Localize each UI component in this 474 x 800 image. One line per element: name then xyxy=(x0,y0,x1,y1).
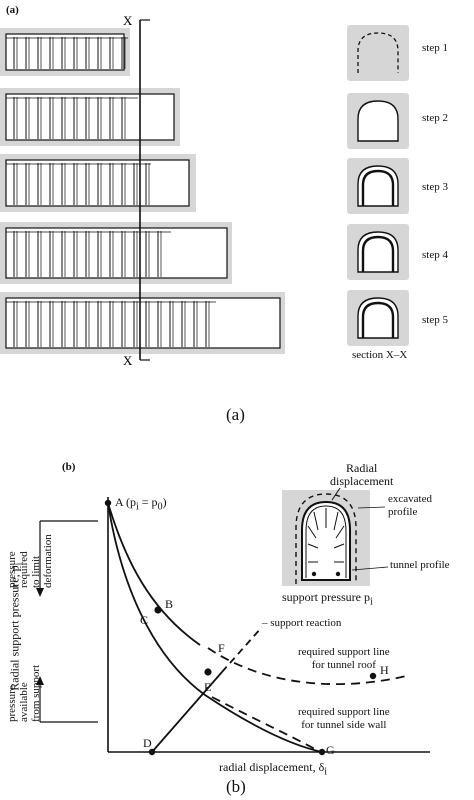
inset-tunnel-profile-label: tunnel profile xyxy=(390,559,450,571)
step-5-label: step 5 xyxy=(422,314,448,326)
roof-dashed xyxy=(207,647,411,685)
section-marker-top: X xyxy=(123,13,133,28)
point-a-marker xyxy=(104,499,112,507)
inset-tunnel-profile xyxy=(301,500,351,581)
section-profile-1 xyxy=(357,32,399,73)
step-1-label: step 1 xyxy=(422,42,448,54)
inset-support-pressure-label: support pressure pi xyxy=(282,590,373,608)
section-profile-3 xyxy=(357,165,399,207)
inset-excavated-profile xyxy=(295,493,357,584)
panel-a-label: (a) xyxy=(6,4,19,16)
point-f-label: F xyxy=(218,641,225,655)
point-e-label: E xyxy=(204,680,212,694)
section-lining-5 xyxy=(361,301,395,338)
point-c-label: C xyxy=(140,613,149,627)
tunnel-stage-5-opening xyxy=(5,297,281,349)
pressure-available-label: pressure available from support xyxy=(6,664,42,722)
side-wall-curve xyxy=(107,502,323,753)
support-reaction-dashed xyxy=(221,626,263,673)
ground-reaction-diagram xyxy=(36,487,430,756)
section-profile-5 xyxy=(357,297,399,339)
x-axis-label: radial displacement, δi xyxy=(219,760,328,778)
section-lining-3 xyxy=(361,169,395,206)
section-step-1 xyxy=(347,25,409,81)
step-4-label: step 4 xyxy=(422,249,448,261)
pressure-required-label: pressure required to limit deformation xyxy=(6,534,54,588)
caption-a: (a) xyxy=(226,405,245,424)
tunnel-stage-4-opening xyxy=(5,227,228,279)
step-3-label: step 3 xyxy=(422,181,448,193)
excavation-sequence-diagram: X X xyxy=(0,13,409,368)
point-e-marker xyxy=(204,668,212,676)
tunnel-stage-2-opening xyxy=(5,93,175,141)
panel-b-label: (b) xyxy=(62,461,76,473)
side-wall-dashed-beyond xyxy=(211,696,321,753)
point-d-marker xyxy=(148,748,156,756)
section-profile-2 xyxy=(357,100,399,142)
point-h-marker xyxy=(369,672,377,680)
point-b-label: B xyxy=(165,597,174,611)
step-2-label: step 2 xyxy=(422,112,448,124)
support-reaction-label: – support reaction xyxy=(262,617,342,629)
section-caption: section X–X xyxy=(352,349,408,361)
point-d-label: D xyxy=(143,736,152,750)
point-b-marker xyxy=(154,606,162,614)
point-h-label: H xyxy=(380,663,389,677)
section-profile-4 xyxy=(357,231,399,273)
point-g-label: G xyxy=(326,743,335,757)
point-a-label: A (pi = p0) xyxy=(115,495,167,513)
section-marker-bottom: X xyxy=(123,353,133,368)
caption-b: (b) xyxy=(226,777,246,796)
point-g-marker xyxy=(318,748,326,756)
roof-curve xyxy=(107,502,201,646)
support-reaction-solid xyxy=(151,671,223,753)
section-lining-4 xyxy=(361,235,395,272)
